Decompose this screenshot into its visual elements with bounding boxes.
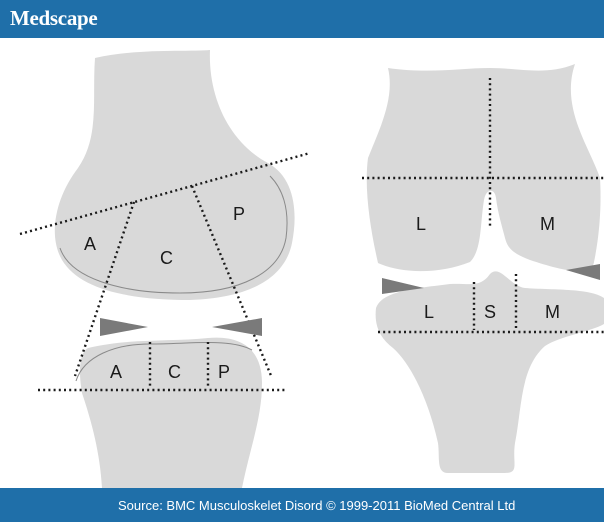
frontal-lateral-wedge: [382, 278, 424, 294]
frontal-tibia-label-s: S: [484, 302, 496, 322]
frontal-femur-label-m: M: [540, 214, 555, 234]
source-credit: Source: BMC Musculoskelet Disord © 1999-…: [118, 498, 516, 513]
frontal-femur-bone: [366, 64, 601, 272]
lateral-tibia-label-p: P: [218, 362, 230, 382]
lateral-femur-bone: [54, 50, 295, 300]
lateral-tibia-label-c: C: [168, 362, 181, 382]
lateral-femur-label-p: P: [233, 204, 245, 224]
lateral-anterior-wedge: [100, 318, 148, 336]
lateral-femur-tangent-line: [19, 151, 311, 236]
lateral-tibia-label-a: A: [110, 362, 122, 382]
lateral-femur-label-c: C: [160, 248, 173, 268]
knee-compartment-diagram: A C P A C P L M L S M: [0, 38, 604, 488]
lateral-tibia-bone: [80, 337, 262, 488]
frontal-tibia-label-m: M: [545, 302, 560, 322]
frontal-femur-label-l: L: [416, 214, 426, 234]
lateral-posterior-wedge: [212, 318, 262, 336]
lateral-femur-posterior-divider: [190, 185, 274, 379]
footer-bar: Source: BMC Musculoskelet Disord © 1999-…: [0, 488, 604, 522]
frontal-medial-wedge: [566, 264, 600, 280]
lateral-femur-label-a: A: [84, 234, 96, 254]
header-bar: Medscape: [0, 0, 604, 38]
medscape-logo: Medscape: [10, 6, 98, 30]
frontal-tibia-label-l: L: [424, 302, 434, 322]
lateral-femur-cartilage-line: [59, 175, 288, 294]
frontal-tibia-bone: [375, 271, 604, 473]
